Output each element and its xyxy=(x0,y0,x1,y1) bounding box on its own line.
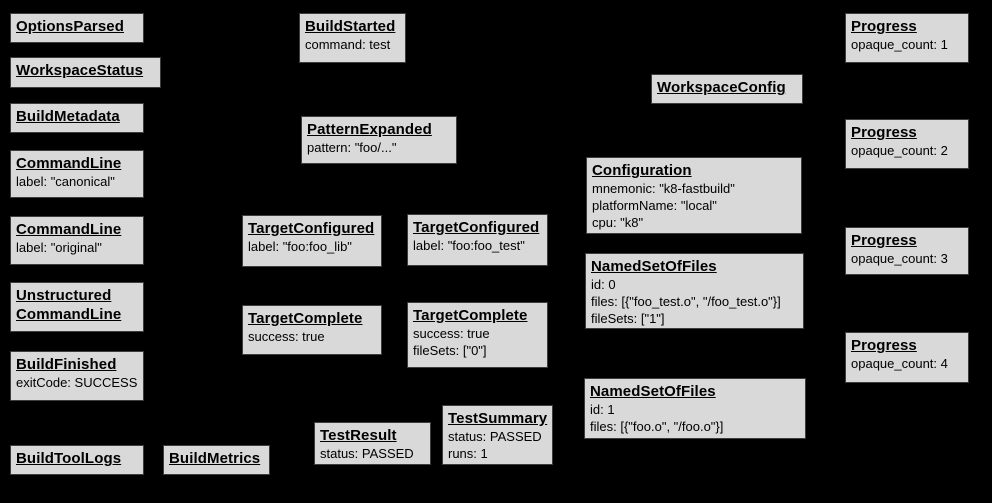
node-build-finished: BuildFinished exitCode: SUCCESS xyxy=(10,351,144,401)
node-workspace-config: WorkspaceConfig xyxy=(651,74,803,104)
node-detail-line: id: 0 xyxy=(591,277,616,292)
node-progress-3: Progress opaque_count: 3 xyxy=(845,227,969,275)
node-progress-1: Progress opaque_count: 1 xyxy=(845,13,969,63)
node-detail-line: opaque_count: 1 xyxy=(851,37,948,52)
node-detail-line: cpu: "k8" xyxy=(592,215,644,230)
node-detail-line: fileSets: ["1"] xyxy=(591,311,665,326)
node-title: TestSummary xyxy=(448,410,548,427)
node-title: BuildFinished xyxy=(16,356,117,373)
node-title: TargetConfigured xyxy=(413,219,540,236)
node-progress-4: Progress opaque_count: 4 xyxy=(845,332,969,383)
node-title: Progress xyxy=(851,337,917,354)
node-detail-line: success: true xyxy=(248,329,325,344)
node-detail-line: exitCode: SUCCESS xyxy=(16,375,138,390)
node-title: TargetConfigured xyxy=(248,220,375,237)
node-title: PatternExpanded xyxy=(307,121,432,138)
node-title: BuildToolLogs xyxy=(16,450,122,467)
node-named-set-of-files-1: NamedSetOfFiles id: 1 files: [{"foo.o", … xyxy=(584,378,806,439)
node-options-parsed: OptionsParsed xyxy=(10,13,144,43)
node-title: NamedSetOfFiles xyxy=(590,383,716,400)
node-title: BuildMetrics xyxy=(169,450,261,467)
node-detail-line: platformName: "local" xyxy=(592,198,717,213)
node-title: TargetComplete xyxy=(248,310,363,327)
node-configuration: Configuration mnemonic: "k8-fastbuild" p… xyxy=(586,157,802,234)
node-build-metadata: BuildMetadata xyxy=(10,103,144,133)
node-detail-line: label: "foo:foo_lib" xyxy=(248,239,352,254)
node-title: Configuration xyxy=(592,162,692,179)
node-detail-line: files: [{"foo.o", "/foo.o"}] xyxy=(590,419,724,434)
node-detail-line: fileSets: ["0"] xyxy=(413,343,487,358)
node-title: TestResult xyxy=(320,427,397,444)
node-target-configured-foo-test: TargetConfigured label: "foo:foo_test" xyxy=(407,214,548,266)
node-named-set-of-files-0: NamedSetOfFiles id: 0 files: [{"foo_test… xyxy=(585,253,804,329)
node-build-tool-logs: BuildToolLogs xyxy=(10,445,144,475)
node-command-line-original: CommandLine label: "original" xyxy=(10,216,144,265)
node-pattern-expanded: PatternExpanded pattern: "foo/..." xyxy=(301,116,457,164)
node-detail-line: status: PASSED xyxy=(448,429,542,444)
node-title: CommandLine xyxy=(16,221,122,238)
node-detail-line: pattern: "foo/..." xyxy=(307,140,397,155)
node-workspace-status: WorkspaceStatus xyxy=(10,57,161,88)
node-title: NamedSetOfFiles xyxy=(591,258,717,275)
node-title: CommandLine xyxy=(16,155,122,172)
node-detail-line: success: true xyxy=(413,326,490,341)
node-detail-line: opaque_count: 4 xyxy=(851,356,948,371)
node-title: Progress xyxy=(851,18,917,35)
node-title: BuildMetadata xyxy=(16,108,120,125)
node-target-configured-foo-lib: TargetConfigured label: "foo:foo_lib" xyxy=(242,215,382,267)
node-title: WorkspaceStatus xyxy=(16,62,144,79)
node-title: Progress xyxy=(851,124,917,141)
node-title: OptionsParsed xyxy=(16,18,124,35)
node-detail-line: opaque_count: 2 xyxy=(851,143,948,158)
node-detail-line: id: 1 xyxy=(590,402,615,417)
node-target-complete-foo-lib: TargetComplete success: true xyxy=(242,305,382,355)
node-detail-line: label: "original" xyxy=(16,240,102,255)
node-build-started: BuildStarted command: test xyxy=(299,13,406,63)
node-title: WorkspaceConfig xyxy=(657,79,786,96)
node-detail-line: command: test xyxy=(305,37,391,52)
node-detail-line: runs: 1 xyxy=(448,446,488,461)
node-title: Unstructured CommandLine xyxy=(16,287,122,323)
node-detail-line: status: PASSED xyxy=(320,446,414,461)
node-target-complete-foo-test: TargetComplete success: true fileSets: [… xyxy=(407,302,548,368)
node-detail-line: files: [{"foo_test.o", "/foo_test.o"}] xyxy=(591,294,781,309)
node-test-summary: TestSummary status: PASSED runs: 1 xyxy=(442,405,553,465)
node-unstructured-command-line: Unstructured CommandLine xyxy=(10,282,144,332)
node-command-line-canonical: CommandLine label: "canonical" xyxy=(10,150,144,198)
node-detail-line: mnemonic: "k8-fastbuild" xyxy=(592,181,735,196)
node-progress-2: Progress opaque_count: 2 xyxy=(845,119,969,169)
node-build-metrics: BuildMetrics xyxy=(163,445,270,475)
node-test-result: TestResult status: PASSED xyxy=(314,422,431,465)
node-title: BuildStarted xyxy=(305,18,396,35)
node-detail-line: label: "foo:foo_test" xyxy=(413,238,525,253)
node-title: Progress xyxy=(851,232,917,249)
node-detail-line: opaque_count: 3 xyxy=(851,251,948,266)
node-detail-line: label: "canonical" xyxy=(16,174,115,189)
node-title: TargetComplete xyxy=(413,307,528,324)
